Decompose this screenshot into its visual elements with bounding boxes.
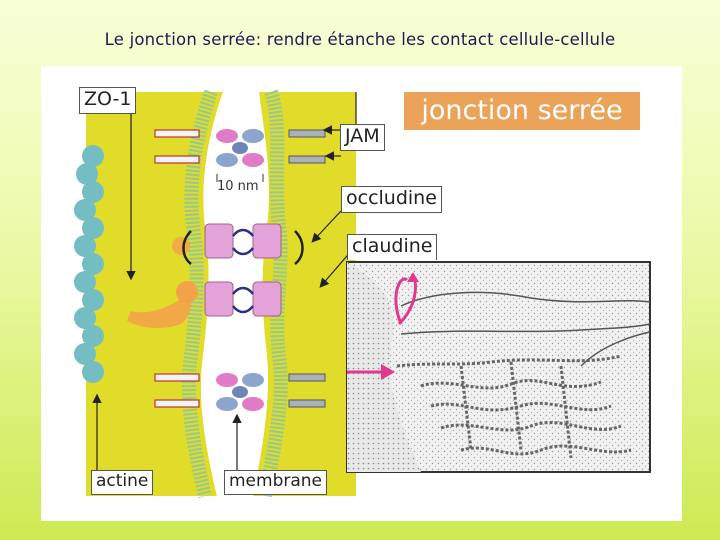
dimension-bracket (216, 174, 264, 182)
freeze-fracture-inset (346, 261, 651, 473)
intercellular-space (200, 92, 269, 496)
membrane-label: membrane (224, 470, 328, 495)
magenta-arrows (347, 277, 417, 374)
slide-title: Le jonction serrée: rendre étanche les c… (104, 30, 616, 49)
diagram-figure: ZO-1 jonction serrée JAM occludine claud… (41, 66, 682, 521)
jam-bottom (154, 373, 326, 411)
zo1-label: ZO-1 (79, 87, 137, 114)
jam-top (154, 129, 326, 167)
occludine-label: occludine (341, 186, 442, 213)
tight-junction-diagram (74, 89, 651, 498)
actin-filament (74, 145, 104, 383)
zo1-protein (127, 237, 198, 328)
actine-label: actine (91, 470, 154, 495)
dimension-label: 10 nm (217, 179, 259, 194)
claudin-stack-lower (204, 281, 282, 317)
claudin-stack-upper (182, 223, 304, 265)
jam-label: JAM (340, 124, 385, 151)
header-banner: jonction serrée (404, 92, 640, 130)
claudine-label: claudine (347, 234, 438, 260)
